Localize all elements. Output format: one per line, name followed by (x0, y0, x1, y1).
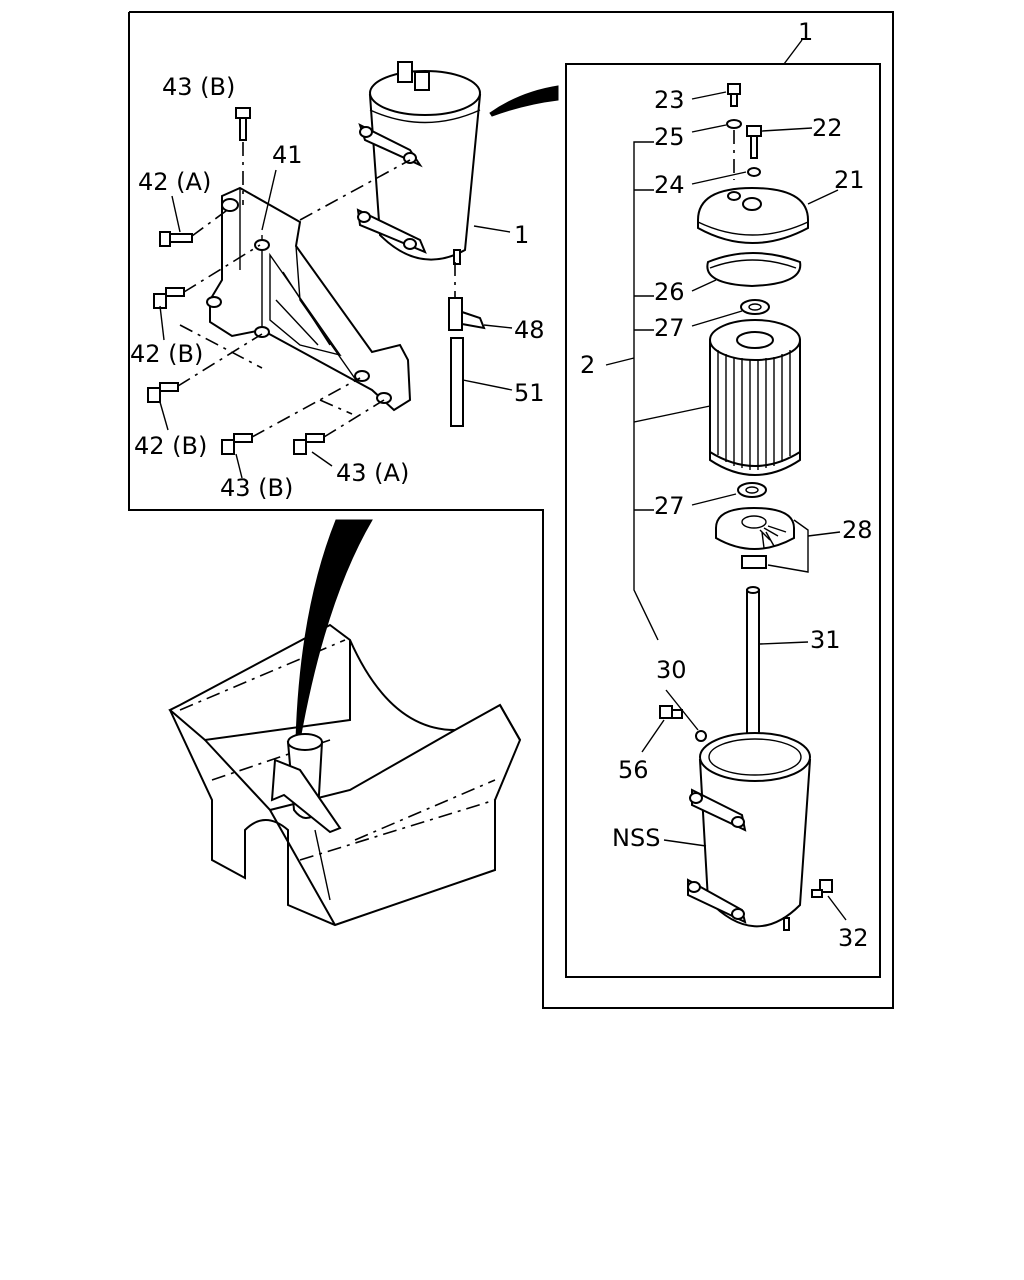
label-30: 30 (656, 656, 687, 684)
leaders-top-left (159, 169, 513, 479)
leader-1-top (783, 39, 803, 65)
label-27-lower: 27 (654, 492, 685, 520)
label-1-assy: 1 (514, 221, 529, 249)
label-23: 23 (654, 86, 685, 114)
base-28 (715, 506, 841, 573)
bolt-43b-top (235, 107, 251, 205)
washer-25 (691, 119, 742, 180)
label-25: 25 (654, 123, 685, 151)
mount-line-upper (299, 159, 411, 221)
inner-frame (565, 63, 881, 978)
bolt-42b-lower (147, 333, 263, 403)
pipe-31 (746, 586, 809, 741)
bolt-42a (159, 207, 231, 247)
label-43b-lower: 43 (B) (220, 474, 293, 502)
label-32: 32 (838, 924, 869, 952)
label-48: 48 (514, 316, 545, 344)
label-31: 31 (810, 626, 841, 654)
callout-wedge-engine (295, 519, 373, 741)
bolt-32 (811, 879, 847, 921)
oring-26 (691, 252, 802, 292)
seal-27-upper (691, 299, 770, 327)
bolt-43a (293, 399, 385, 455)
label-26: 26 (654, 278, 685, 306)
label-43a: 43 (A) (336, 459, 409, 487)
label-22: 22 (812, 114, 843, 142)
label-21: 21 (834, 166, 865, 194)
label-41: 41 (272, 141, 303, 169)
housing-nss (663, 732, 812, 931)
label-42a: 42 (A) (138, 168, 211, 196)
group-bracket-2 (605, 141, 711, 641)
label-24: 24 (654, 171, 685, 199)
filter-assembly-1 (356, 61, 482, 265)
washer-24 (691, 167, 761, 185)
clip-48 (448, 262, 486, 331)
label-56: 56 (618, 756, 649, 784)
cover-21 (697, 186, 839, 244)
label-28: 28 (842, 516, 873, 544)
bolt-22 (746, 125, 813, 159)
label-1-top: 1 (798, 18, 813, 46)
engine-sketch (168, 623, 522, 927)
outer-frame (128, 11, 894, 1009)
seal-27-lower (691, 482, 767, 506)
label-2: 2 (580, 351, 595, 379)
bracket-41 (206, 186, 412, 412)
bolt-42b-left (153, 244, 261, 309)
label-51: 51 (514, 379, 545, 407)
label-42b-left: 42 (B) (130, 340, 203, 368)
pipe-51 (450, 337, 464, 427)
element-filter (709, 319, 801, 476)
label-nss: NSS (612, 824, 660, 852)
bolt-43b-lower (221, 377, 361, 455)
mount-line-base (319, 399, 353, 415)
callout-wedge-top (489, 85, 559, 117)
bolt-23 (691, 83, 741, 107)
label-42b-lower: 42 (B) (134, 432, 207, 460)
label-43b-top: 43 (B) (162, 73, 235, 101)
bolt-56 (641, 705, 683, 753)
label-27-upper: 27 (654, 314, 685, 342)
